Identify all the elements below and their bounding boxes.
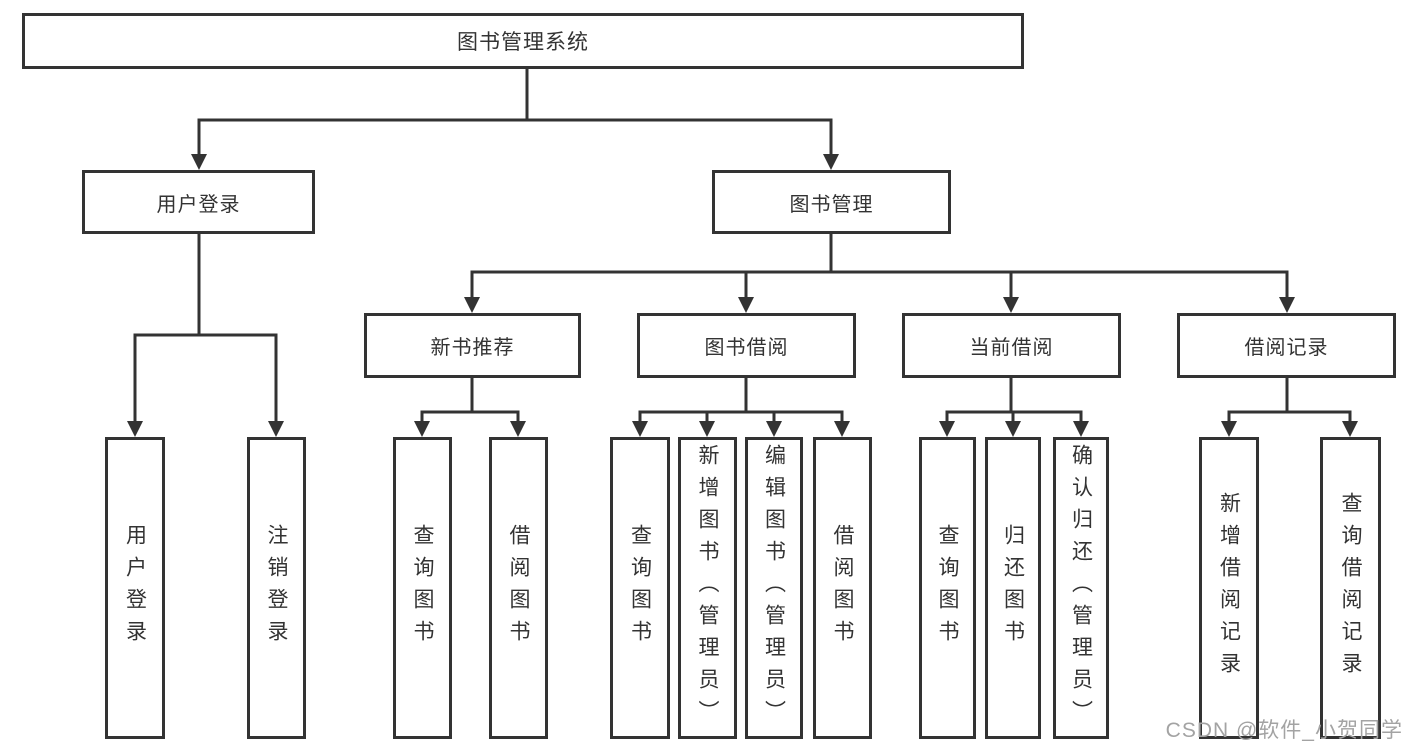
node-book-mgmt-label: 图书管理	[789, 193, 874, 216]
node-root-label: 图书管理系统	[457, 31, 589, 54]
arrowhead-bb-edit	[766, 421, 782, 437]
arrowhead-book-mgmt	[823, 154, 839, 170]
node-root: 图书管理系统	[22, 13, 1024, 69]
arrowhead-current-borrow	[1003, 297, 1019, 313]
node-borrow-records-label: 借阅记录	[1244, 337, 1329, 359]
node-book-mgmt: 图书管理	[712, 170, 951, 234]
node-leaf-br-add-record: 新增借阅记录	[1199, 437, 1259, 739]
node-leaf-rec-borrow-books: 借阅图书	[489, 437, 548, 739]
leaf-label: 查询借阅记录	[1339, 492, 1362, 684]
connector-borrow-records-children	[1227, 376, 1352, 423]
leaf-label: 查询图书	[411, 524, 434, 652]
node-book-borrow: 图书借阅	[637, 313, 856, 378]
leaf-label: 注销登录	[265, 524, 288, 652]
arrowhead-rec-query	[414, 421, 430, 437]
node-leaf-cb-confirm-return-admin: 确认归还（管理员）	[1053, 437, 1109, 739]
node-leaf-bb-borrow-books: 借阅图书	[813, 437, 872, 739]
leaf-label: 新增图书（管理员）	[696, 444, 719, 732]
arrowhead-br-add	[1221, 421, 1237, 437]
arrowhead-leaf-logout	[268, 421, 284, 437]
leaf-label: 新增借阅记录	[1217, 492, 1241, 684]
node-current-borrow: 当前借阅	[902, 313, 1121, 378]
node-leaf-bb-query-books: 查询图书	[610, 437, 670, 739]
node-leaf-user-login: 用户登录	[105, 437, 165, 739]
node-user-login: 用户登录	[82, 170, 315, 234]
node-borrow-records: 借阅记录	[1177, 313, 1396, 378]
node-leaf-bb-add-books-admin: 新增图书（管理员）	[678, 437, 737, 739]
node-book-borrow-label: 图书借阅	[704, 337, 789, 359]
node-new-book-rec-label: 新书推荐	[430, 337, 515, 359]
arrowhead-bb-borrow	[834, 421, 850, 437]
arrowhead-cb-query	[939, 421, 955, 437]
arrowhead-new-book-rec	[464, 297, 480, 313]
connector-root-to-level2	[197, 67, 833, 156]
node-leaf-logout: 注销登录	[247, 437, 306, 739]
node-leaf-cb-return-books: 归还图书	[985, 437, 1041, 739]
node-leaf-br-query-record: 查询借阅记录	[1320, 437, 1381, 739]
arrowhead-user-login	[191, 154, 207, 170]
leaf-label: 确认归还（管理员）	[1069, 444, 1093, 732]
connector-book-mgmt-children	[470, 232, 1289, 299]
leaf-label: 借阅图书	[831, 524, 854, 652]
node-leaf-rec-query-books: 查询图书	[393, 437, 452, 739]
arrowhead-leaf-user-login	[127, 421, 143, 437]
connector-user-login-children	[133, 232, 278, 423]
arrowhead-rec-borrow	[510, 421, 526, 437]
connector-current-borrow-children	[945, 376, 1083, 423]
leaf-label: 借阅图书	[507, 524, 530, 652]
arrowhead-cb-confirm	[1073, 421, 1089, 437]
arrowhead-book-borrow	[738, 297, 754, 313]
node-leaf-bb-edit-books-admin: 编辑图书（管理员）	[745, 437, 803, 739]
csdn-watermark: CSDN @软件_小贺同学	[1165, 719, 1403, 742]
leaf-label: 查询图书	[936, 524, 959, 652]
leaf-label: 归还图书	[1001, 524, 1025, 652]
node-new-book-rec: 新书推荐	[364, 313, 581, 378]
connector-new-book-rec-children	[420, 376, 520, 423]
arrowhead-br-query	[1342, 421, 1358, 437]
node-leaf-cb-query-books: 查询图书	[919, 437, 976, 739]
arrowhead-borrow-records	[1279, 297, 1295, 313]
leaf-label: 编辑图书（管理员）	[762, 444, 786, 732]
node-user-login-label: 用户登录	[156, 193, 241, 216]
arrowhead-cb-return	[1005, 421, 1021, 437]
leaf-label: 用户登录	[123, 524, 147, 652]
leaf-label: 查询图书	[628, 524, 652, 652]
arrowhead-bb-query	[632, 421, 648, 437]
node-current-borrow-label: 当前借阅	[969, 337, 1054, 359]
connector-book-borrow-children	[638, 376, 844, 423]
arrowhead-bb-add	[699, 421, 715, 437]
